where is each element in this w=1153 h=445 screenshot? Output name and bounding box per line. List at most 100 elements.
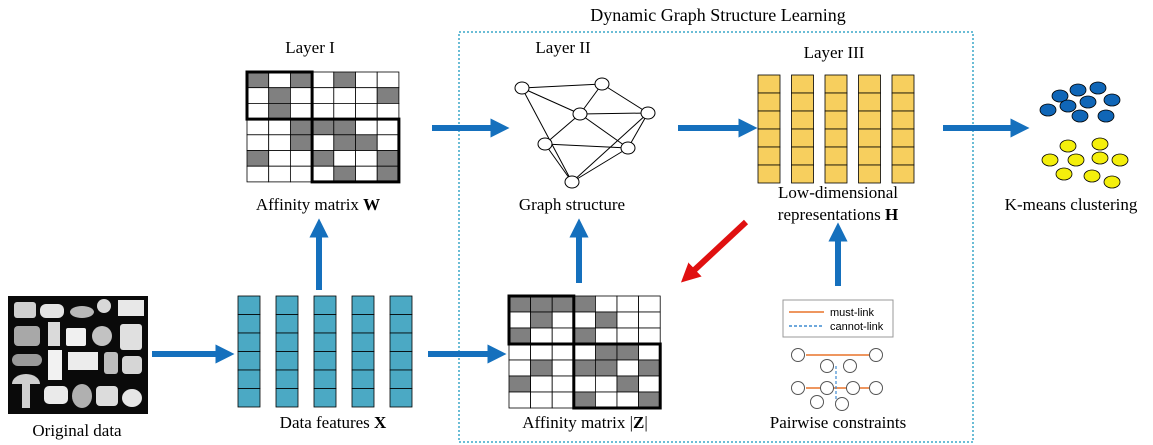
matrix-z-cell: [530, 391, 553, 409]
cluster-point-blue: [1051, 89, 1069, 103]
feature-cell: [389, 332, 413, 352]
affinity-z-caption: Affinity matrix |Z|: [522, 413, 648, 432]
matrix-w-block: [245, 70, 314, 121]
matrix-z-cell: [508, 343, 532, 361]
x-column-3: [313, 295, 337, 408]
matrix-z-cell: [638, 295, 661, 313]
feature-cell: [891, 128, 915, 148]
graph-node: [514, 81, 530, 95]
matrix-z-cell: [508, 359, 532, 377]
matrix-w-cell: [289, 118, 313, 136]
matrix-w-cell: [268, 103, 291, 120]
feature-cell: [824, 92, 848, 112]
feature-cell: [757, 146, 781, 166]
matrix-w-cell: [333, 150, 356, 167]
feature-cell: [858, 92, 881, 112]
feature-cell: [351, 332, 375, 352]
graph-edge: [521, 87, 573, 183]
matrix-z-cell: [616, 391, 640, 409]
low-dim-representations-h: [757, 74, 915, 184]
matrix-w-cell: [376, 134, 400, 151]
cluster-point-blue: [1103, 93, 1121, 107]
feature-cell: [275, 332, 299, 352]
matrix-z-cell: [573, 359, 596, 377]
matrix-w-cell: [246, 71, 270, 89]
cluster-point-yellow: [1083, 169, 1101, 183]
feature-cell: [824, 74, 848, 94]
matrix-z-cell: [530, 375, 553, 393]
matrix-w-cell: [246, 103, 270, 120]
matrix-w-cell: [246, 150, 270, 167]
matrix-w-cell: [333, 71, 356, 89]
matrix-w-cell: [376, 165, 400, 183]
feature-cell: [791, 74, 814, 94]
matrix-z-cell: [638, 343, 661, 361]
feature-cell: [351, 351, 375, 371]
graph-structure-caption: Graph structure: [518, 195, 626, 214]
constraint-node: [869, 348, 883, 362]
constraint-node: [843, 359, 857, 373]
pairwise-legend: must-link cannot-link: [782, 299, 894, 338]
h-column-4: [858, 74, 881, 184]
cluster-point-yellow: [1091, 137, 1109, 151]
feature-cell: [791, 128, 814, 148]
feature-cell: [275, 369, 299, 389]
matrix-w-cell: [268, 87, 291, 104]
matrix-z-cell: [551, 343, 575, 361]
layer-1-label: Layer I: [285, 38, 335, 57]
matrix-w-cell: [289, 71, 313, 89]
feature-cell: [275, 351, 299, 371]
graph-node: [640, 106, 656, 120]
original-data-image: [8, 296, 148, 414]
matrix-w-cell: [268, 118, 291, 136]
matrix-z-cell: [595, 391, 618, 409]
cluster-point-blue: [1039, 103, 1057, 117]
matrix-z-cell: [508, 295, 532, 313]
matrix-z-cell: [595, 343, 618, 361]
matrix-z-block: [507, 294, 576, 346]
h-column-5: [891, 74, 915, 184]
graph-edge: [579, 113, 629, 149]
feature-cell: [237, 369, 261, 389]
cluster-point-blue: [1069, 83, 1087, 97]
matrix-z-cell: [573, 343, 596, 361]
x-column-4: [351, 295, 375, 408]
section-title: Dynamic Graph Structure Learning: [590, 5, 846, 25]
kmeans-clusters: [1039, 81, 1129, 189]
original-data-caption: Original data: [32, 421, 122, 440]
matrix-z-cell: [508, 375, 532, 393]
matrix-w-cell: [376, 150, 400, 167]
constraint-node: [835, 397, 849, 411]
matrix-z-cell: [616, 359, 640, 377]
matrix-w-cell: [355, 134, 378, 151]
matrix-w-cell: [333, 165, 356, 183]
arrow-h-to-z-feedback: [680, 219, 749, 283]
affinity-w-caption: Affinity matrix W: [255, 195, 381, 214]
feature-cell: [791, 146, 814, 166]
matrix-z-cell: [508, 327, 532, 345]
x-column-2: [275, 295, 299, 408]
affinity-matrix-z: [507, 294, 662, 410]
cluster-point-blue: [1071, 109, 1089, 123]
matrix-w-cell: [311, 150, 335, 167]
matrix-z-cell: [616, 295, 640, 313]
matrix-z-cell: [638, 327, 661, 345]
dgsl-dashed-box: [458, 31, 974, 443]
cluster-point-blue: [1097, 109, 1115, 123]
graph-edge: [544, 143, 573, 183]
matrix-z-cell: [638, 375, 661, 393]
graph-node: [572, 107, 588, 121]
matrix-z-cell: [616, 311, 640, 329]
constraint-node: [791, 348, 805, 362]
feature-cell: [313, 332, 337, 352]
matrix-w-cell: [311, 165, 335, 183]
matrix-w-cell: [246, 87, 270, 104]
matrix-z-cell: [638, 311, 661, 329]
constraint-node: [810, 395, 824, 409]
matrix-w-cell: [268, 150, 291, 167]
feature-cell: [237, 388, 261, 408]
matrix-z-cell: [530, 311, 553, 329]
feature-cell: [275, 295, 299, 315]
cluster-point-yellow: [1111, 153, 1129, 167]
